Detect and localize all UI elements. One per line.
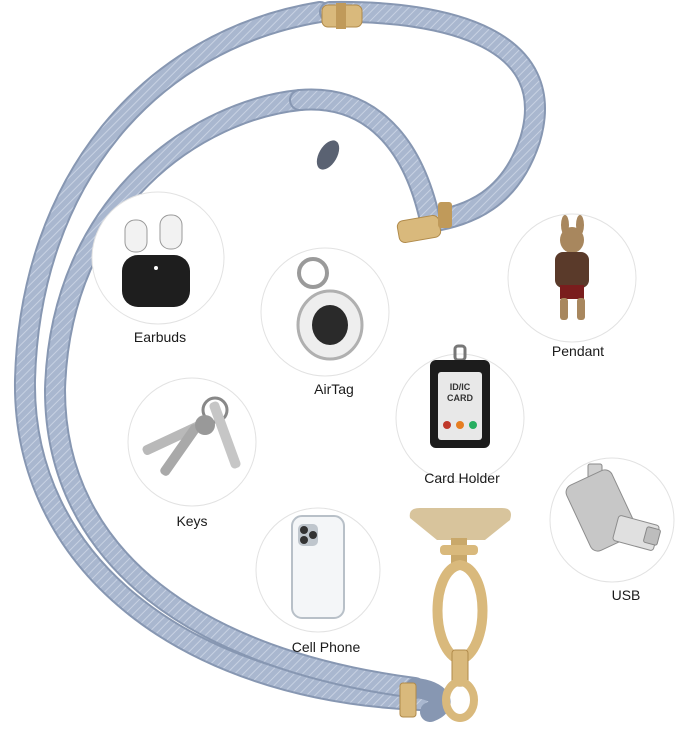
airtag-circle [260, 247, 390, 377]
earbuds-icon [122, 214, 190, 307]
keys-icon [142, 396, 241, 476]
card-text-line1: ID/IC [450, 382, 471, 392]
card-holder-circle: ID/IC CARD [395, 344, 525, 483]
card-holder-icon: ID/IC CARD [430, 344, 490, 448]
label-card-holder: Card Holder [424, 470, 500, 486]
label-pendant: Pendant [551, 343, 605, 359]
keys-circle [127, 377, 257, 507]
label-airtag: AirTag [314, 381, 354, 397]
phone-tether [409, 508, 511, 722]
gold-end-caps [321, 3, 452, 718]
cell-phone-icon [291, 515, 345, 619]
earbuds-circle [91, 191, 225, 325]
lanyard-cord [13, 0, 546, 722]
airtag-icon [296, 257, 364, 361]
card-text-line2: CARD [447, 393, 473, 403]
pendant-icon [555, 215, 589, 320]
label-earbuds: Earbuds [133, 329, 187, 345]
cell-phone-circle [255, 507, 381, 633]
usb-icon [565, 463, 661, 552]
usb-circle [549, 457, 675, 583]
pendant-circle [507, 213, 637, 343]
label-keys: Keys [176, 513, 208, 529]
slider-bead [316, 140, 340, 170]
label-cell-phone: Cell Phone [291, 639, 361, 655]
label-usb: USB [611, 587, 641, 603]
